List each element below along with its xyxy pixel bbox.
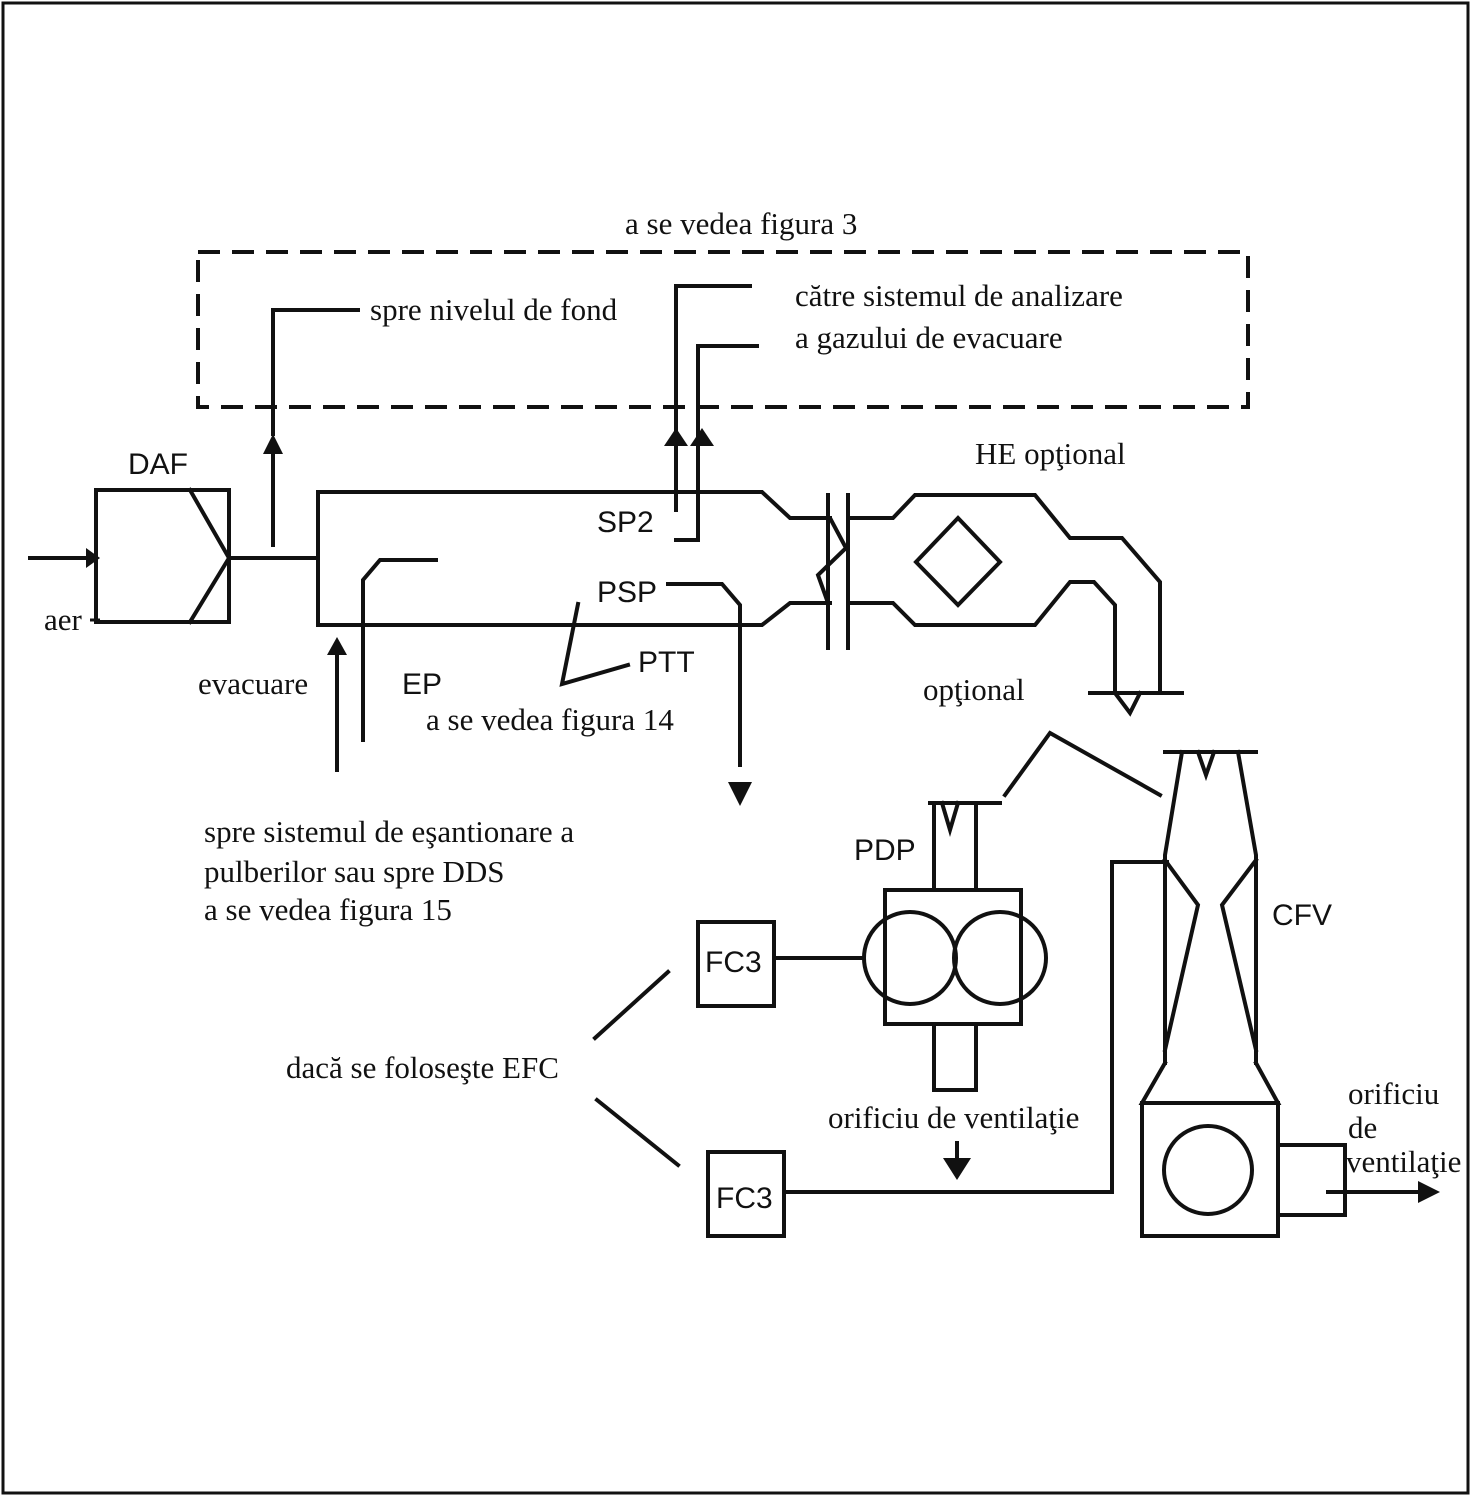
ep-label: EP: [402, 668, 442, 701]
see-fig14-label: a se vedea figura 14: [426, 702, 674, 737]
cfv-label: CFV: [1272, 899, 1332, 932]
particulate-label-3: a se vedea figura 15: [204, 892, 452, 927]
ptt-label: PTT: [638, 646, 695, 679]
air-inlet-arrow: [28, 548, 100, 568]
pdp-vent-arrow: [943, 1141, 971, 1180]
ptt-transfer-tube: [559, 601, 631, 687]
optional-label: opţional: [923, 672, 1025, 707]
vent-center-label: orificiu de ventilaţie: [828, 1100, 1079, 1135]
cfv-vent-arrow: [1326, 1181, 1440, 1203]
optional-branch-lines: [1002, 730, 1163, 798]
ep-exhaust-pipe: [361, 558, 438, 742]
efc-bracket-upper: [592, 969, 671, 1041]
fc3-bottom-to-cfv: [782, 860, 1169, 1194]
he-optional-label: HE opţional: [975, 436, 1126, 471]
tunnel-flange-break: [806, 493, 850, 650]
daf-filter-box: [94, 487, 232, 625]
exhaust-analysis-label-1: către sistemul de analizare: [795, 278, 1123, 313]
exhaust-label: evacuare: [198, 666, 308, 701]
dashed-analysis-boundary: [196, 250, 1250, 409]
particulate-label-1: spre sistemul de eşantionare a: [204, 814, 574, 849]
to-background-label: spre nivelul de fond: [370, 292, 618, 327]
exhaust-analysis-label-2: a gazului de evacuare: [795, 320, 1063, 355]
vent-right-label-1: orificiu: [1348, 1076, 1439, 1111]
exhaust-inlet-arrow: [327, 637, 347, 772]
psp-probe: [666, 582, 752, 806]
fc3-top-box: [696, 920, 776, 1008]
efc-bracket-lower: [594, 1097, 681, 1168]
efc-label: dacă se foloseşte EFC: [286, 1050, 559, 1085]
vent-right-label-2: de: [1348, 1110, 1377, 1145]
sp2-label: SP2: [597, 506, 654, 539]
psp-label: PSP: [597, 576, 657, 609]
sp2-probe-lines: [664, 284, 759, 542]
vent-right-label-3: ventilaţie: [1346, 1144, 1461, 1179]
heat-exchanger: [846, 493, 1162, 694]
see-fig3-label: a se vedea figura 3: [625, 206, 857, 241]
optional-flange-break: [1088, 690, 1184, 717]
fc3-top-label: FC3: [705, 946, 762, 979]
cfv-venturi: [1138, 749, 1282, 1105]
fc3-bottom-label: FC3: [716, 1182, 773, 1215]
particulate-label-2: pulberilor sau spre DDS: [204, 854, 504, 889]
cfv-blower: [1140, 1101, 1347, 1238]
background-sample-line: [263, 308, 360, 547]
daf-label: DAF: [128, 448, 188, 481]
air-label: aer: [44, 602, 83, 637]
pdp-label: PDP: [854, 834, 916, 867]
pdp-pump: [862, 800, 1048, 1092]
